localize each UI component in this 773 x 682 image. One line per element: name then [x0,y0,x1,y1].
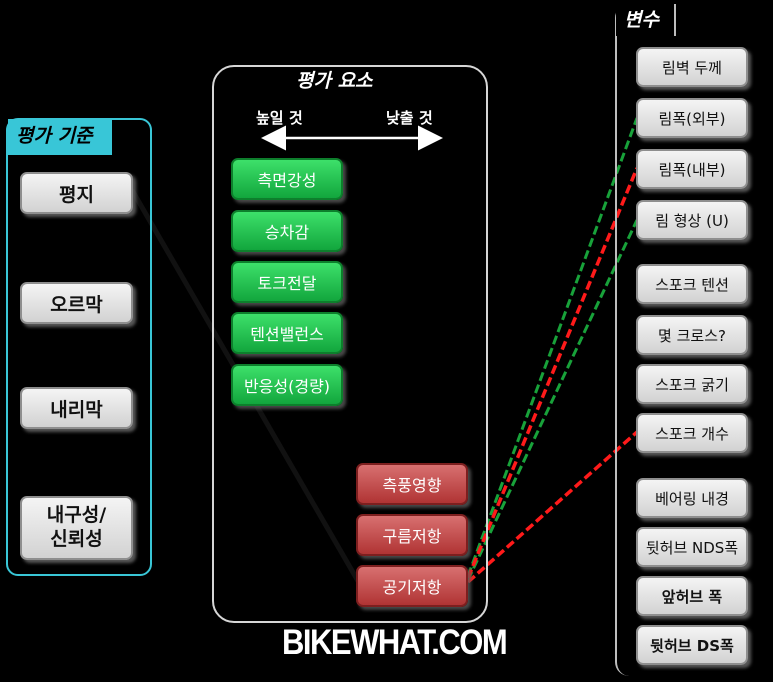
element-crosswind-effect[interactable]: 측풍영향 [356,463,468,505]
element-air-resistance[interactable]: 공기저항 [356,565,468,607]
element-lateral-stiffness[interactable]: 측면강성 [231,158,343,200]
criteria-title: 평가 기준 [8,119,112,155]
variable-spoke-tension[interactable]: 스포크 텐션 [636,264,748,304]
link-rimshape-to-aero [466,219,639,581]
variable-cross-pattern[interactable]: 몇 크로스? [636,315,748,355]
axis-lower-label: 낮출 것 [386,109,433,127]
variable-spoke-count[interactable]: 스포크 개수 [636,413,748,453]
criteria-uphill[interactable]: 오르막 [20,282,133,324]
element-tension-balance[interactable]: 텐션밸런스 [231,312,343,354]
variable-rear-hub-ds-width[interactable]: 뒷허브 DS폭 [636,625,748,665]
variable-bearing-bore[interactable]: 베어링 내경 [636,478,748,518]
variable-rim-wall-thickness[interactable]: 림벽 두께 [636,47,748,87]
variables-title: 변수 [616,4,676,36]
variable-rim-shape[interactable]: 림 형상 (U) [636,200,748,240]
variable-front-hub-width[interactable]: 앞허브 폭 [636,576,748,616]
criteria-downhill[interactable]: 내리막 [20,387,133,429]
variable-spoke-gauge[interactable]: 스포크 굵기 [636,364,748,404]
variable-rim-width-outer[interactable]: 림폭(외부) [636,98,748,138]
element-torque-transfer[interactable]: 토크전달 [231,261,343,303]
element-rolling-resistance[interactable]: 구름저항 [356,514,468,556]
element-responsiveness[interactable]: 반응성(경량) [231,364,343,406]
variables-panel [615,4,773,676]
axis-raise-label: 높일 것 [256,109,303,127]
elements-title: 평가 요소 [284,65,414,95]
link-spokecount-to-aero [466,430,639,584]
variable-rim-width-inner[interactable]: 림폭(내부) [636,149,748,189]
criteria-durability[interactable]: 내구성/ 신뢰성 [20,496,133,560]
variable-rear-hub-nds-width[interactable]: 뒷허브 NDS폭 [636,527,748,567]
link-rimwidth-outer-to-aero [466,117,639,577]
link-rimwidth-inner-to-aero [466,167,639,579]
criteria-flat[interactable]: 평지 [20,172,133,214]
site-logo: BIKEWHAT.COM [282,622,508,663]
element-ride-comfort[interactable]: 승차감 [231,210,343,252]
